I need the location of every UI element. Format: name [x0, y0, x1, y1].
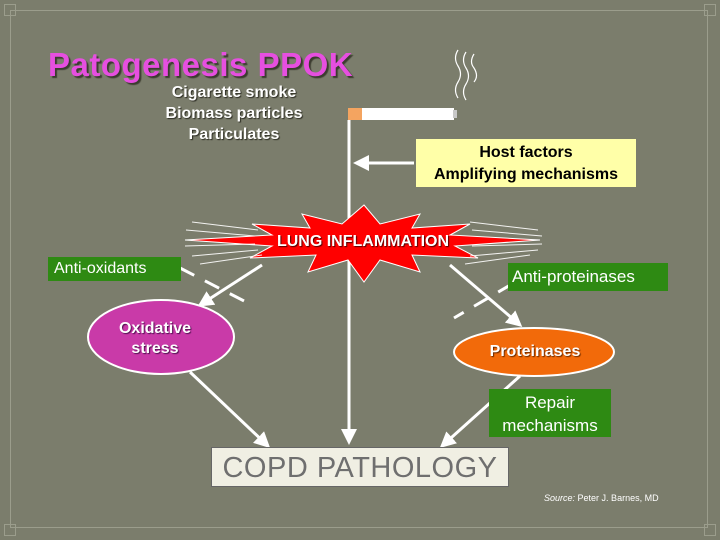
slide-title: Patogenesis PPOK [48, 46, 354, 83]
repair-line1: Repair [524, 393, 576, 412]
lung-inflammation-label: LUNG INFLAMMATION [276, 233, 450, 250]
source-particulates: Particulates [188, 126, 280, 143]
frame-corner-bottom-right [704, 524, 716, 536]
oxidative-stress-node [87, 299, 235, 375]
host-factors-box: Host factors Amplifying mechanisms [416, 139, 636, 187]
anti-oxidants-inhibition [179, 266, 247, 304]
frame-corner-bottom-left [4, 524, 16, 536]
oxidative-stress-label: Oxidative stress [90, 319, 220, 359]
slide-frame [10, 10, 708, 528]
anti-oxidants-label: Anti-oxidants [48, 257, 181, 281]
anti-proteinases-label: Anti-proteinases [508, 263, 668, 291]
frame-corner-top-left [4, 4, 16, 16]
smoke-icon [454, 49, 478, 101]
source-credit-label: Source: [544, 493, 576, 503]
proteinases-arrow [449, 263, 523, 327]
proteinases-node [453, 327, 615, 377]
host-factors-line2: Amplifying mechanisms [433, 166, 619, 183]
copd-pathology-box: COPD PATHOLOGY [211, 447, 509, 487]
proteinases-label: Proteinases [489, 343, 581, 360]
oxidative-stress-line1: Oxidative [118, 320, 192, 337]
proteinases-to-copd-arrow [439, 374, 522, 449]
exposure-sources: Cigarette smoke Biomass particles Partic… [150, 82, 318, 145]
oxidative-to-copd-arrow [188, 370, 271, 449]
source-credit: Source: Peter J. Barnes, MD [544, 493, 659, 503]
source-credit-author: Peter J. Barnes, MD [577, 493, 659, 503]
frame-corner-top-right [704, 4, 716, 16]
oxidative-arrow [197, 263, 263, 307]
inflammation-burst-icon [184, 204, 543, 283]
cigarette-icon [348, 108, 457, 120]
source-cigarette-smoke: Cigarette smoke [171, 84, 297, 101]
repair-line2: mechanisms [502, 416, 598, 435]
host-factors-line1: Host factors [479, 144, 573, 161]
oxidative-stress-line2: stress [131, 340, 179, 357]
anti-proteinases-inhibition [453, 282, 513, 320]
repair-mechanisms-label: Repair mechanisms [489, 389, 611, 437]
source-biomass: Biomass particles [165, 105, 303, 122]
